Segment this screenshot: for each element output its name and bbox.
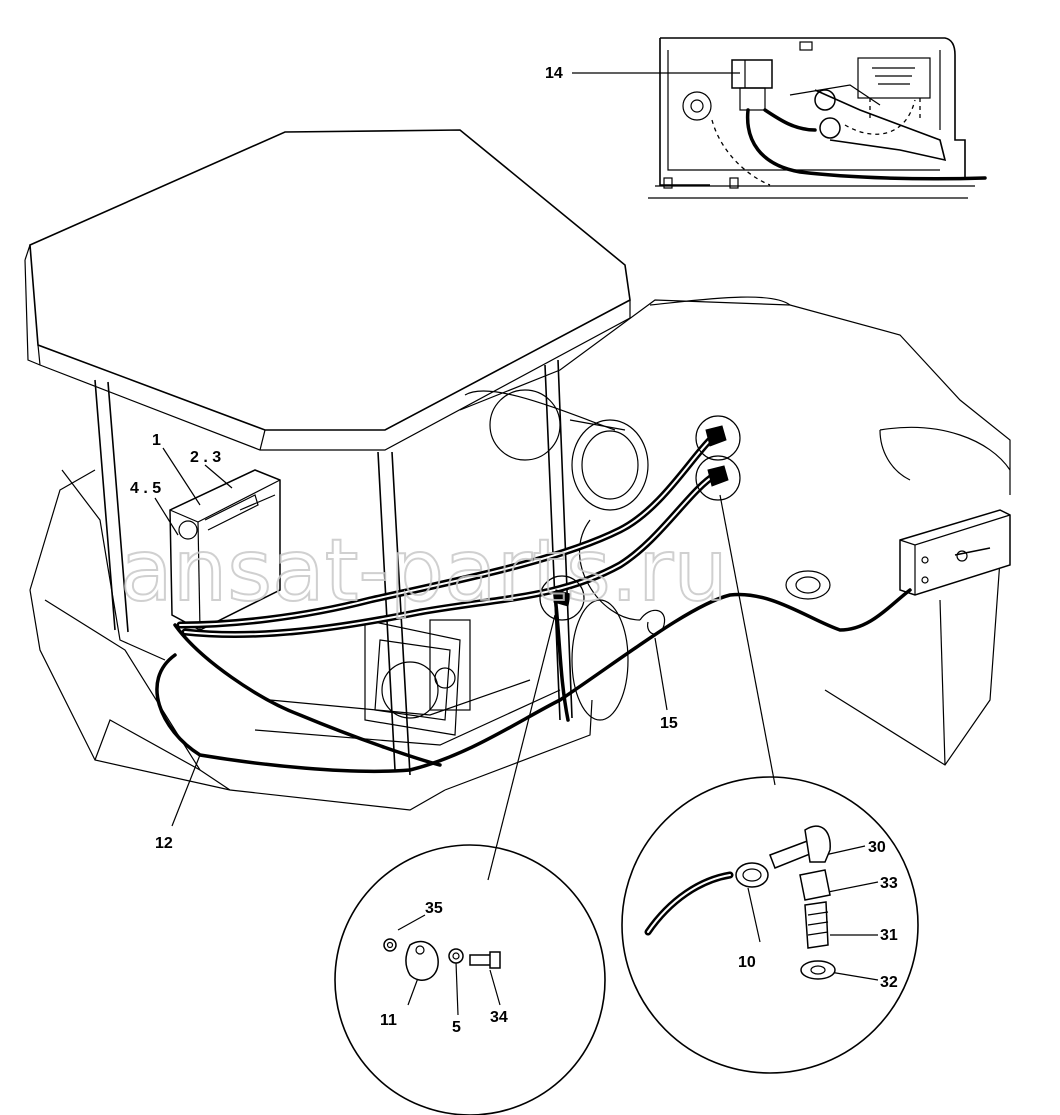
callout-10: 10 [738, 954, 756, 971]
hoses-and-cables [155, 415, 912, 774]
detail-clamp-circle [334, 844, 606, 1115]
callout-11: 11 [380, 1012, 397, 1029]
callout-5: 5 [452, 1019, 461, 1036]
callout-15: 15 [660, 715, 678, 732]
callout-35: 35 [425, 900, 443, 917]
callout-labels: 14 1 2 . 3 4 . 5 15 12 30 33 31 32 10 35… [130, 65, 898, 1036]
callout-4-5: 4 . 5 [130, 480, 161, 497]
callout-2-3: 2 . 3 [190, 449, 221, 466]
callout-32: 32 [880, 974, 898, 991]
leader-lines [154, 72, 879, 1016]
cab-structure [24, 129, 1011, 811]
inset-battery-detail [648, 37, 987, 199]
detail-fitting-circle [621, 776, 919, 1074]
callout-12: 12 [155, 835, 173, 852]
callout-34: 34 [490, 1009, 508, 1026]
watermark-text: ansat-parts.ru [120, 521, 728, 621]
callout-33: 33 [880, 875, 898, 892]
callout-31: 31 [880, 927, 898, 944]
callout-14: 14 [545, 65, 563, 82]
callout-1: 1 [152, 432, 161, 449]
callout-30: 30 [868, 839, 886, 856]
